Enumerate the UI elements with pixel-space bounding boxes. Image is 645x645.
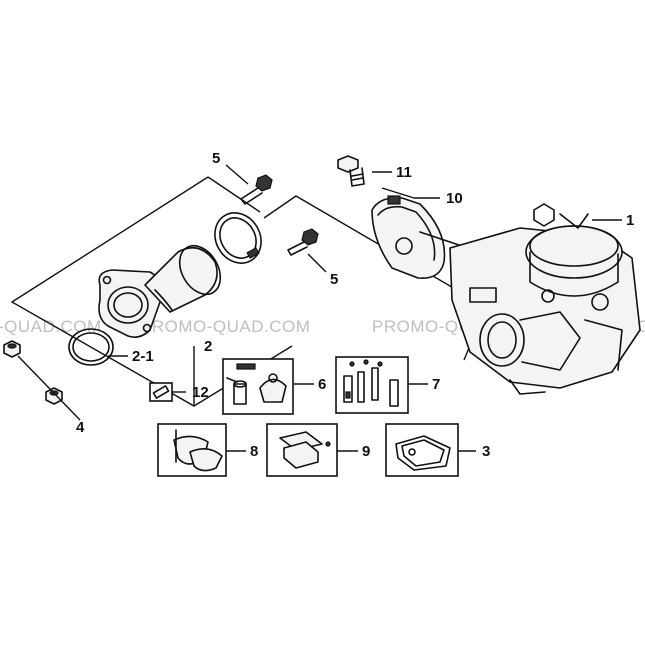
callout-2-1: 2-1 [132,348,154,365]
callout-labels: 5 11 10 1 5 2 2-1 12 6 7 4 8 9 3 [76,150,634,460]
callout-7: 7 [432,376,440,393]
screw-11 [337,155,365,187]
callout-1: 1 [626,212,634,229]
callout-5-right: 5 [330,271,338,288]
callout-3: 3 [482,443,490,460]
watermark-left: -QUAD.COM [0,317,102,336]
callout-5-top: 5 [212,150,220,167]
kit-box-7 [335,356,409,414]
bolt-top [240,174,273,205]
watermark-center: PROMO-QUAD.COM [140,317,310,336]
kit-box-6 [222,358,294,415]
callout-8: 8 [250,443,258,460]
kit-box-9 [266,423,338,477]
manifold-tube [144,244,222,313]
bolt-right [287,228,319,256]
kit-box-12 [149,382,173,402]
intake-manifold-group [10,176,487,407]
callout-6: 6 [318,376,326,393]
carburetor-1 [449,203,641,395]
leader-4 [17,355,81,421]
kit-box-3 [385,423,459,477]
carb-cover-10 [371,195,469,279]
hose-clamp [214,212,262,264]
callout-11: 11 [396,164,412,181]
leader-lines [108,164,476,452]
callout-12: 12 [192,384,209,401]
callout-2: 2 [204,338,212,355]
o-ring [68,328,114,366]
nut-lower [45,387,63,405]
callout-10: 10 [446,190,463,207]
kit-box-8 [157,423,227,477]
callout-4: 4 [76,419,85,436]
callout-9: 9 [362,443,370,460]
group-frame-top [207,176,261,213]
nut-upper [3,340,21,358]
